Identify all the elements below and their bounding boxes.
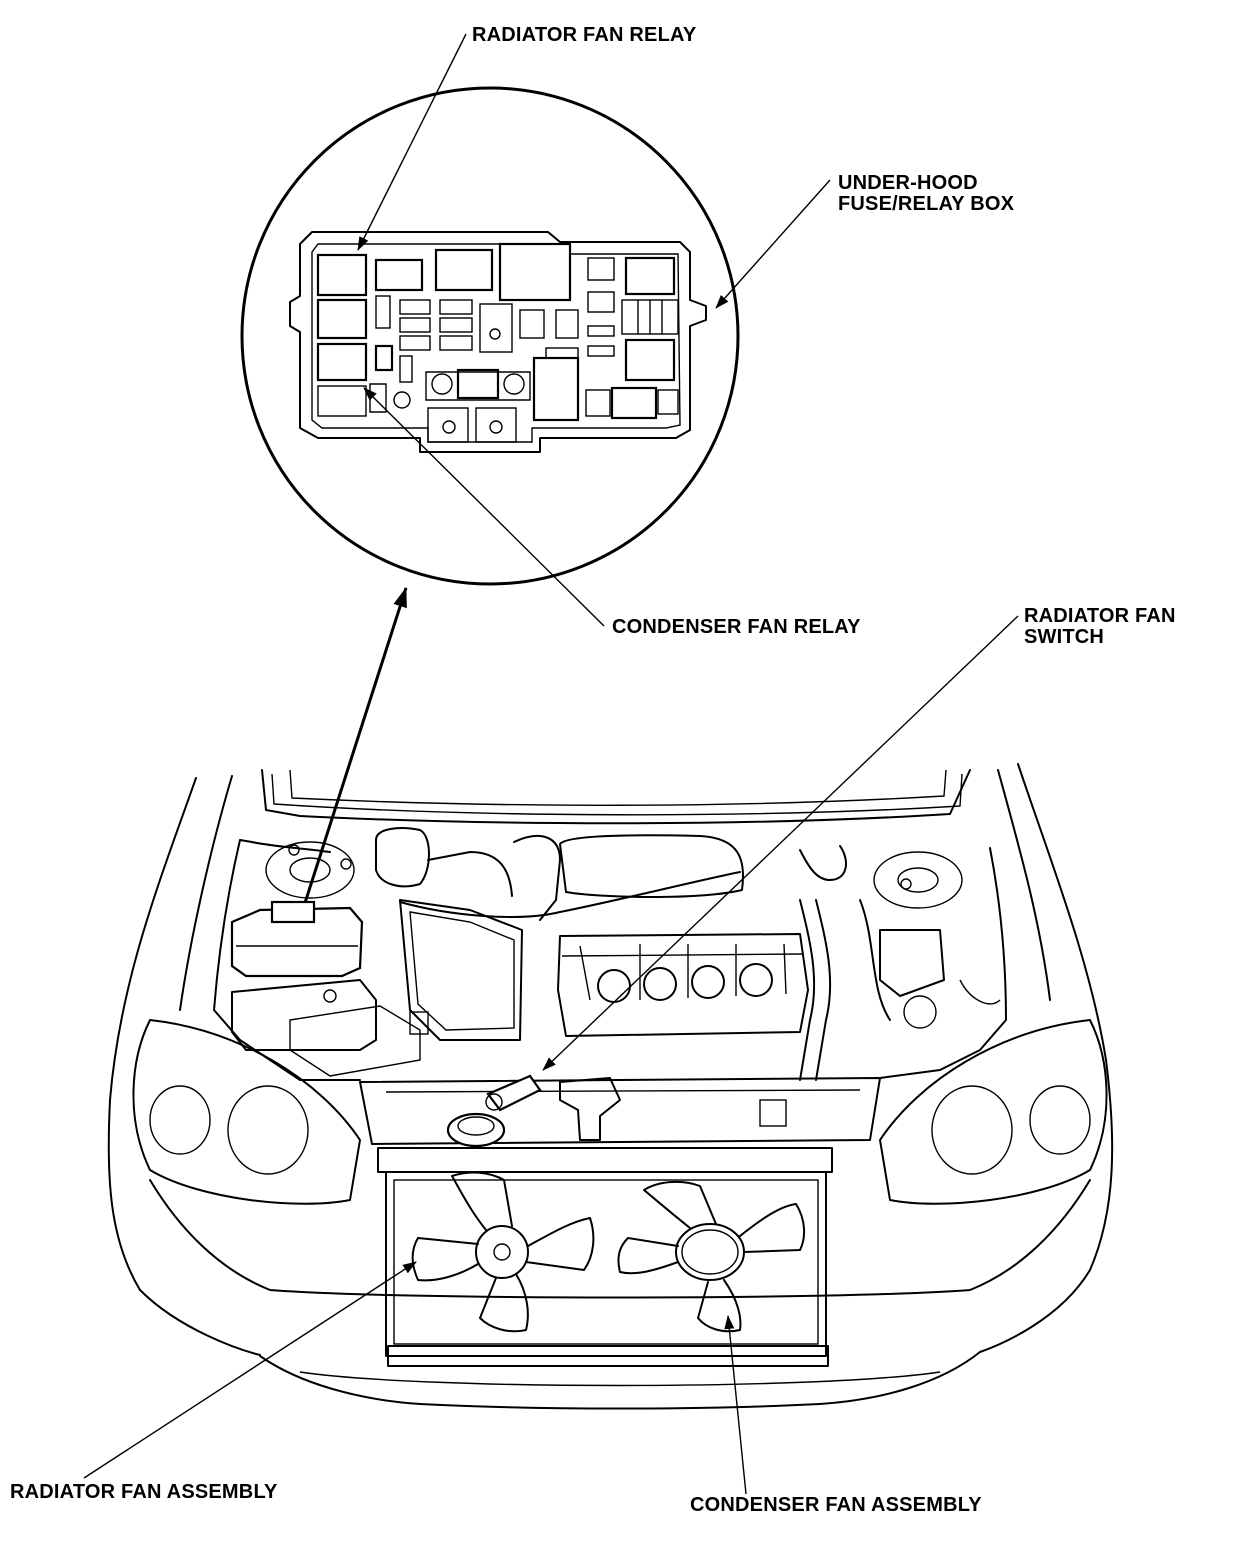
- label-condenser-fan-relay: CONDENSER FAN RELAY: [612, 616, 861, 638]
- label-radiator-fan-switch-line2: SWITCH: [1024, 626, 1105, 648]
- label-radiator-fan-switch-line1: RADIATOR FAN: [1024, 605, 1176, 627]
- detail-magnifier: [240, 86, 740, 586]
- label-condenser-fan-assembly: CONDENSER FAN ASSEMBLY: [690, 1494, 982, 1516]
- leader-lines: [83, 33, 1019, 1495]
- leader-condenser-fan-relay: [363, 387, 605, 627]
- condenser-fan: [617, 1180, 806, 1333]
- label-radiator-fan-assembly: RADIATOR FAN ASSEMBLY: [10, 1481, 278, 1503]
- label-under-hood-box-line2: FUSE/RELAY BOX: [838, 193, 1015, 215]
- leader-condenser-fan-assembly: [724, 1315, 747, 1495]
- magnifier-pointer-arrow: [302, 587, 408, 907]
- leader-radiator-fan-relay: [357, 33, 467, 251]
- leader-radiator-fan-switch: [542, 615, 1019, 1071]
- label-radiator-fan-relay: RADIATOR FAN RELAY: [472, 24, 697, 46]
- leader-under-hood-box: [715, 179, 831, 309]
- radiator-fan: [411, 1171, 595, 1333]
- label-under-hood-box-line1: UNDER-HOOD: [838, 172, 978, 194]
- leader-radiator-fan-assembly: [83, 1261, 417, 1479]
- vehicle-front: [107, 763, 1114, 1410]
- fuse-relay-box: [289, 231, 707, 453]
